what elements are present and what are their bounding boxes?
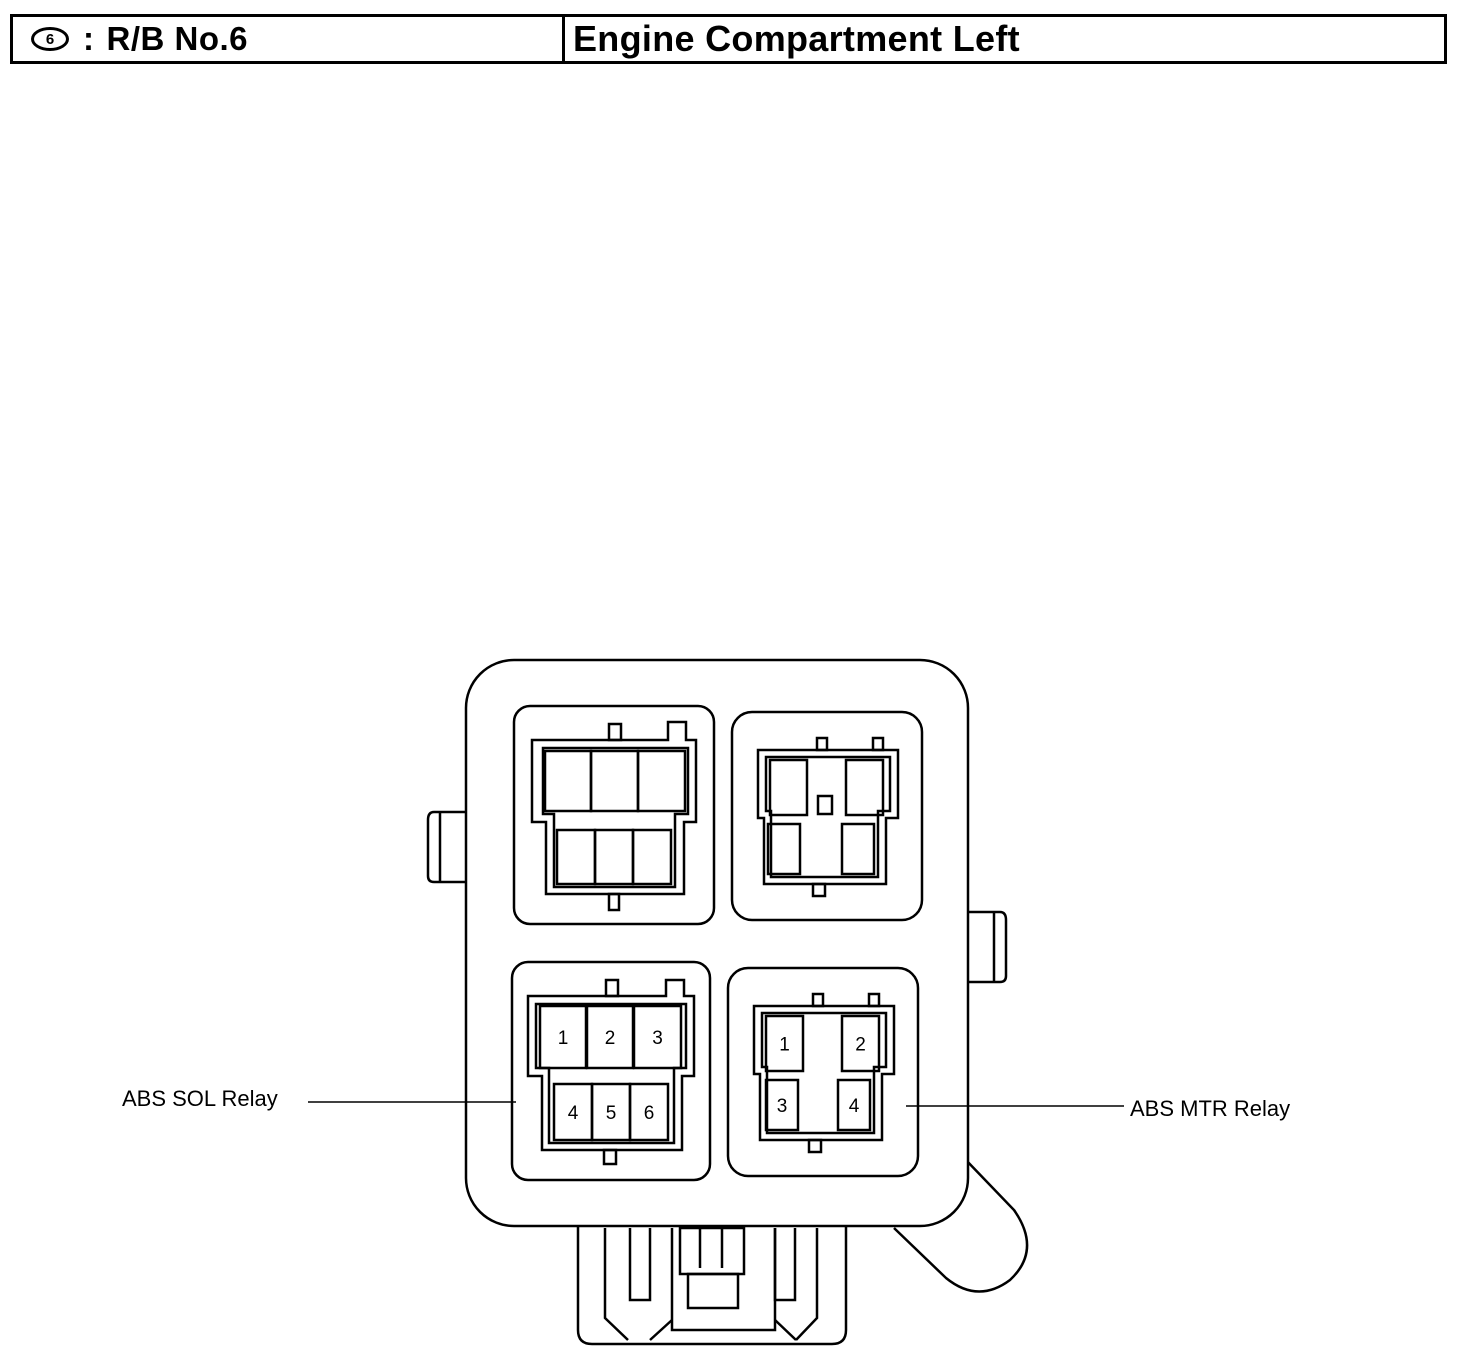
abs-sol-relay-label: ABS SOL Relay [122,1086,278,1111]
header-bar: 6 : R/B No.6 Engine Compartment Left [10,14,1447,64]
abs-sol-relay-pin-1-number: 1 [558,1028,569,1049]
abs-mtr-relay-pin-4-number: 4 [849,1096,860,1117]
abs-mtr-relay-label: ABS MTR Relay [1130,1096,1291,1121]
left-tab [426,810,468,884]
abs-mtr-relay-pin-1-number: 1 [779,1035,790,1056]
abs-sol-relay-pins: 1 2 3 4 5 6 [538,1004,683,1142]
right-tab [966,910,1008,984]
abs-mtr-relay-pin-3-number: 3 [777,1096,788,1117]
abs-sol-relay-pin-5-number: 5 [606,1103,617,1124]
location-title-cell: Engine Compartment Left [565,17,1444,61]
abs-mtr-relay-pin-1 [764,1014,805,1073]
socket-top-left [512,704,716,926]
abs-mtr-relay-pin-2 [840,1014,881,1073]
abs-mtr-relay-pins: 1 2 3 4 [764,1014,881,1132]
mounting-bracket [893,1157,1029,1293]
abs-mtr-relay-pin-2-number: 2 [855,1035,866,1056]
abs-mtr-relay-socket: 1 2 3 4 [726,966,920,1178]
location-title: Engine Compartment Left [573,18,1020,59]
abs-sol-relay-pin-6-number: 6 [644,1103,655,1124]
abs-mtr-relay-pin-4 [836,1078,872,1132]
relay-block-number-badge: 6 [31,27,69,51]
abs-sol-relay-pin-6 [628,1082,670,1142]
abs-sol-relay-socket: 1 2 3 4 5 6 [510,960,712,1182]
bottom-connector [576,1225,848,1346]
abs-sol-relay-pin-2-number: 2 [605,1028,616,1049]
relay-block-title-cell: 6 : R/B No.6 [13,17,565,61]
abs-sol-relay-pin-4-number: 4 [568,1103,579,1124]
socket-top-right [730,710,924,922]
separator: : [83,20,95,57]
abs-mtr-relay-pin-3 [764,1078,800,1132]
relay-block-title: R/B No.6 [106,20,249,57]
abs-sol-relay-pin-3-number: 3 [652,1028,663,1049]
abs-sol-relay-pin-3 [632,1004,683,1070]
